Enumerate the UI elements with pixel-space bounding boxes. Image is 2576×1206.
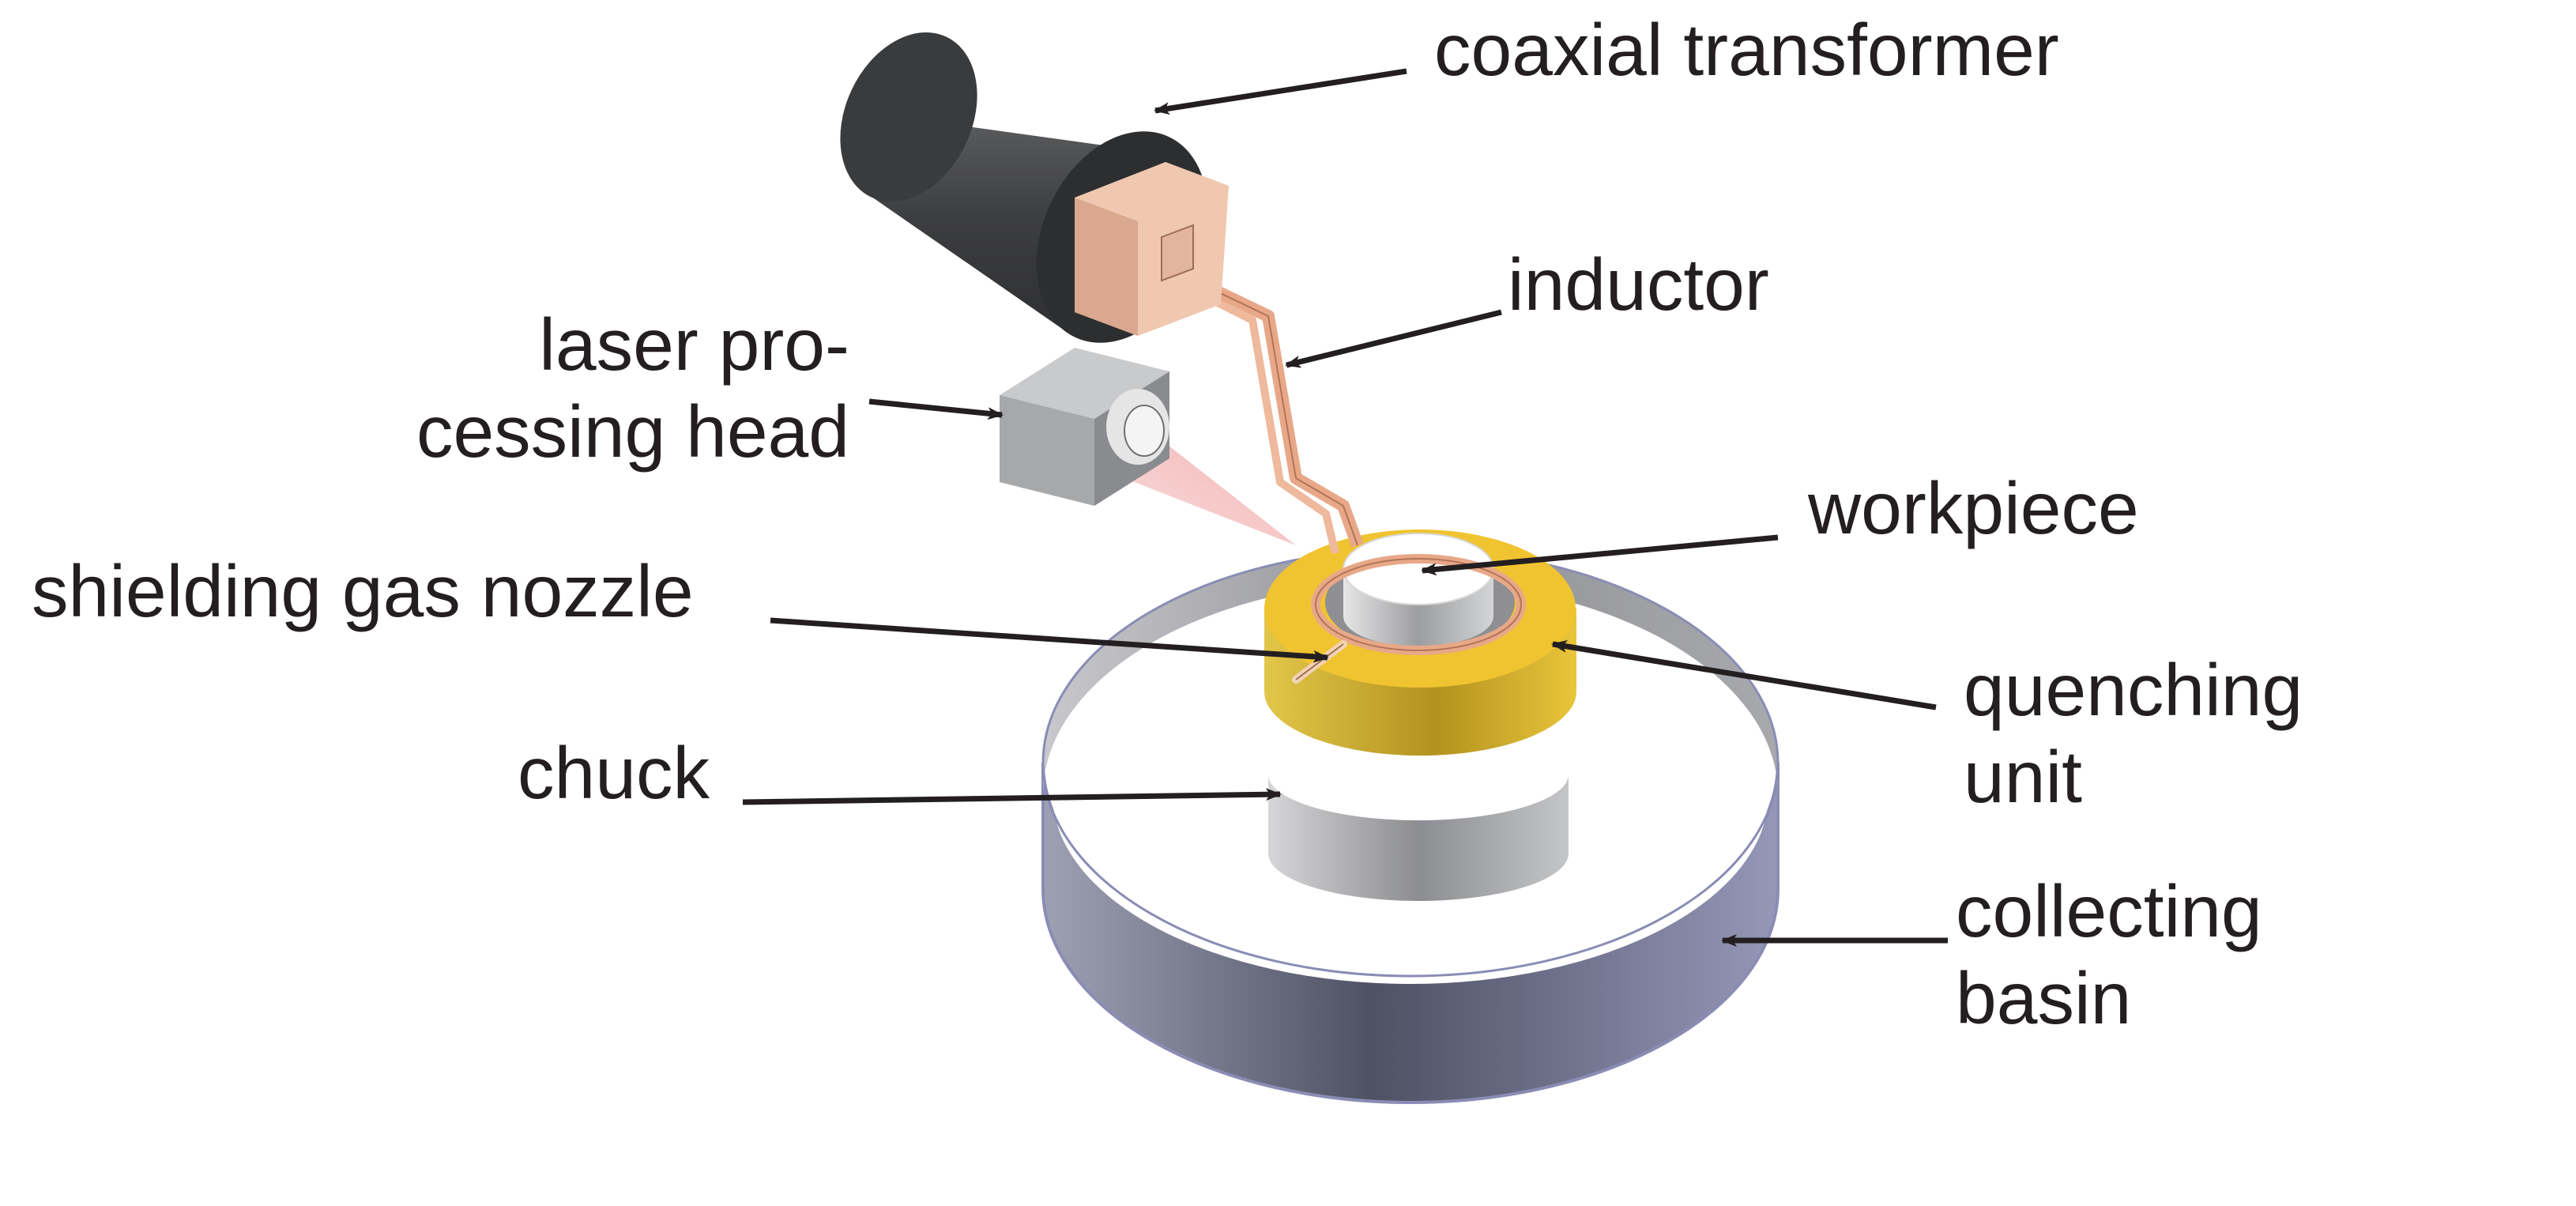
- label-chuck: chuck: [518, 732, 710, 814]
- label-laser-head-line1: laser pro-: [539, 303, 849, 386]
- leader-arrows: [742, 68, 1948, 947]
- arrow-chuck: [742, 788, 1282, 805]
- arrow-quenching-unit: [1551, 640, 1937, 710]
- chuck: [1268, 729, 1569, 901]
- label-collecting-basin-line1: collecting: [1956, 870, 2262, 952]
- arrow-workpiece: [1421, 534, 1779, 576]
- label-coaxial-transformer: coaxial transformer: [1434, 9, 2059, 91]
- laser-processing-head: [1000, 348, 1169, 506]
- arrow-laser-head: [868, 398, 1004, 420]
- label-collecting-basin-line2: basin: [1956, 957, 2131, 1039]
- label-shielding-gas-nozzle: shielding gas nozzle: [32, 550, 694, 632]
- label-quenching-unit-line1: quenching: [1964, 649, 2303, 731]
- label-quenching-unit-line2: unit: [1964, 736, 2082, 818]
- inductor: [1166, 262, 1526, 655]
- label-workpiece: workpiece: [1807, 467, 2139, 549]
- arrow-shielding-gas-nozzle: [770, 617, 1329, 663]
- arrow-coaxial-transformer: [1154, 68, 1407, 115]
- workpiece: [1343, 533, 1494, 646]
- label-laser-head-line2: cessing head: [416, 390, 849, 473]
- coaxial-transformer: [840, 32, 1229, 343]
- label-inductor: inductor: [1508, 243, 1769, 326]
- arrow-inductor: [1285, 309, 1502, 368]
- labels: coaxial transformer inductor laser pro- …: [32, 9, 2303, 1039]
